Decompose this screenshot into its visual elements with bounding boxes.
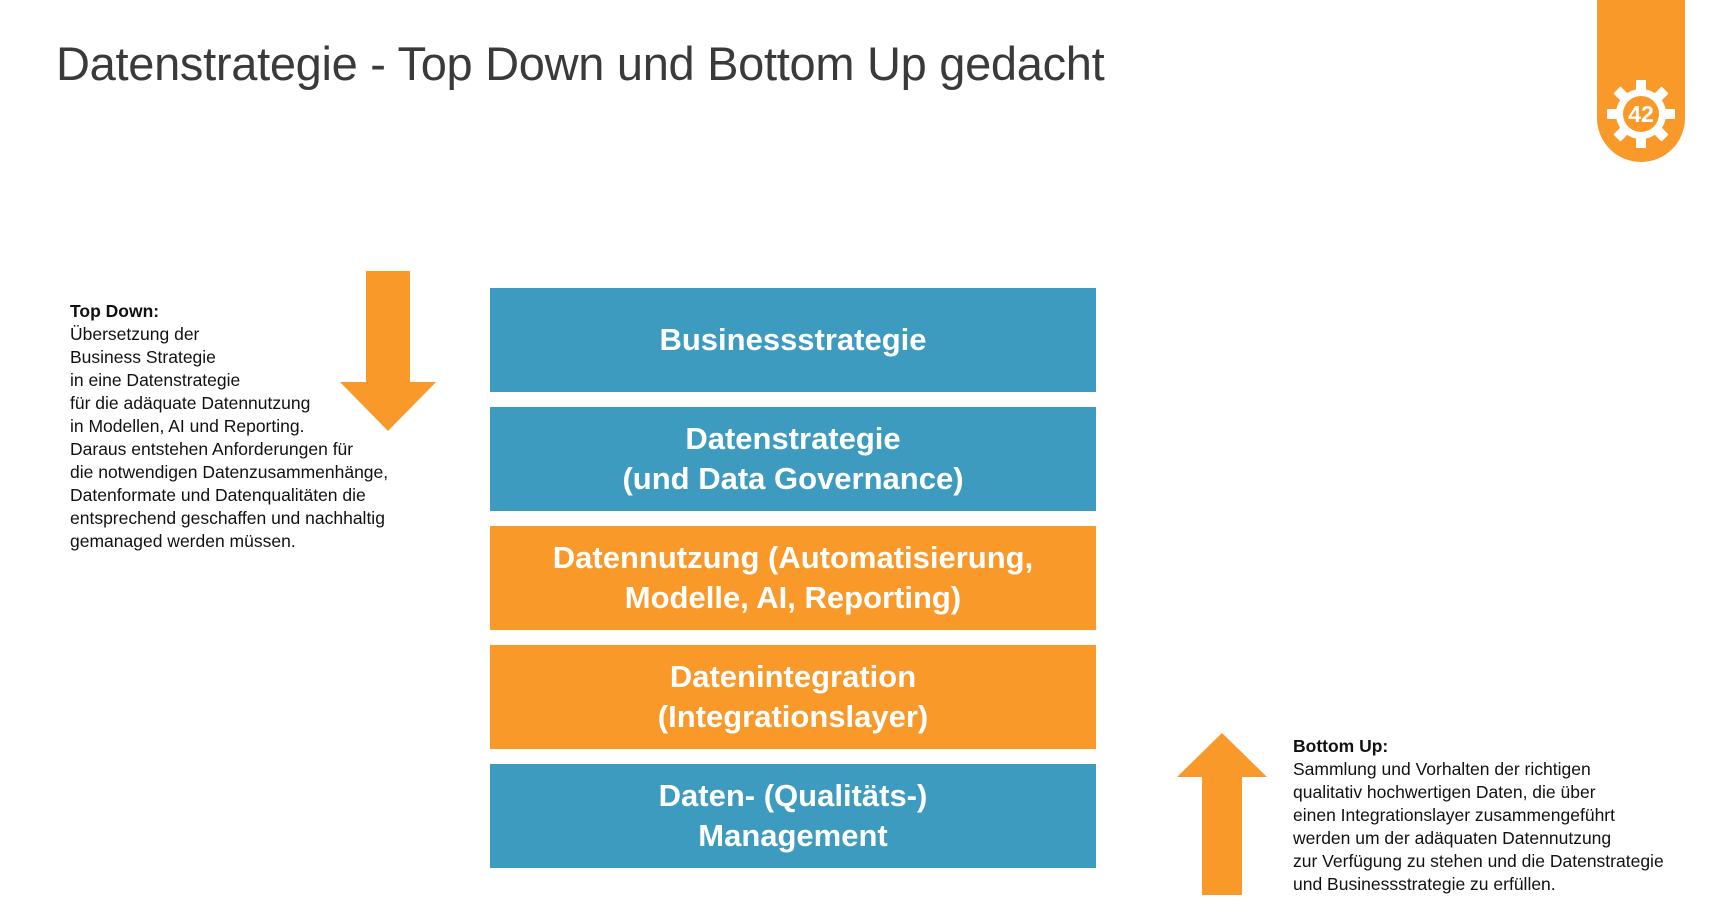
bottom-up-heading: Bottom Up: xyxy=(1293,736,1389,756)
layer-datenmanagement: Daten- (Qualitäts-) Management xyxy=(490,764,1096,868)
bottom-up-line: einen Integrationslayer zusammengeführt xyxy=(1293,805,1615,825)
layer-businessstrategie: Businessstrategie xyxy=(490,288,1096,392)
bottom-up-line: qualitativ hochwertigen Daten, die über xyxy=(1293,782,1596,802)
top-down-line: für die adäquate Datennutzung xyxy=(70,393,311,413)
top-down-line: entsprechend geschaffen und nachhaltig xyxy=(70,508,385,528)
logo-text: 42 xyxy=(1628,101,1654,127)
layer-label: Businessstrategie xyxy=(659,322,927,357)
layer-label: Daten- (Qualitäts-) xyxy=(658,778,928,813)
layer-label: Datennutzung (Automatisierung, xyxy=(552,540,1034,575)
slide-title: Datenstrategie - Top Down und Bottom Up … xyxy=(56,37,1105,90)
layer-label: Datenstrategie xyxy=(685,421,901,456)
layer-datenstrategie: Datenstrategie (und Data Governance) xyxy=(490,407,1096,511)
layer-datennutzung: Datennutzung (Automatisierung, Modelle, … xyxy=(490,526,1096,630)
layer-label: Datenintegration xyxy=(669,659,917,694)
top-down-line: Business Strategie xyxy=(70,347,216,367)
top-down-line: die notwendigen Datenzusammenhänge, xyxy=(70,462,389,482)
bottom-up-description: Bottom Up: Sammlung und Vorhalten der ri… xyxy=(1293,735,1664,896)
top-down-heading: Top Down: xyxy=(70,301,160,321)
top-down-line: in eine Datenstrategie xyxy=(70,370,241,390)
arrow-down-icon xyxy=(340,271,436,431)
bottom-up-line: zur Verfügung zu stehen und die Datenstr… xyxy=(1293,851,1664,871)
layer-label: Management xyxy=(698,818,888,853)
layer-datenintegration: Datenintegration (Integrationslayer) xyxy=(490,645,1096,749)
arrow-up-icon xyxy=(1177,733,1267,895)
top-down-line: Datenformate und Datenqualitäten die xyxy=(70,485,366,505)
bottom-up-line: werden um der adäquaten Datennutzung xyxy=(1293,828,1612,848)
layer-label: (Integrationslayer) xyxy=(657,699,929,734)
layer-label: Modelle, AI, Reporting) xyxy=(624,580,962,615)
top-down-line: gemanaged werden müssen. xyxy=(70,531,296,551)
bottom-up-line: und Businessstrategie zu erfüllen. xyxy=(1293,874,1556,894)
layer-label: (und Data Governance) xyxy=(622,461,964,496)
top-down-line: in Modellen, AI und Reporting. xyxy=(70,416,305,436)
top-down-description: Top Down: Übersetzung der Business Strat… xyxy=(70,300,388,553)
top-down-line: Daraus entstehen Anforderungen für xyxy=(70,439,354,459)
bottom-up-line: Sammlung und Vorhalten der richtigen xyxy=(1293,759,1591,779)
gear-logo-icon: 42 xyxy=(1597,0,1685,162)
top-down-line: Übersetzung der xyxy=(70,324,200,344)
